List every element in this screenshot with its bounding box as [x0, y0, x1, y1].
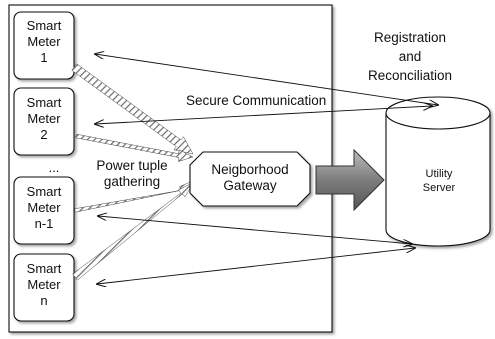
smart-meter-n-1-line1: Smart	[26, 184, 62, 199]
server-label: Utility Server	[404, 167, 474, 195]
smart-meter-1-line1: Smart	[26, 18, 62, 33]
smart-meter-n-line3: n	[40, 293, 48, 308]
gateway-line2: Gateway	[223, 178, 277, 193]
registration-label: Registration and Reconciliation	[350, 28, 470, 85]
secure-communication-label: Secure Communication	[186, 93, 327, 108]
smart-meter-n-1-line2: Meter	[27, 200, 61, 215]
smart-meter-1-box	[13, 11, 75, 80]
smart-meter-n-box	[13, 253, 75, 322]
comm-line-meter-n-1	[98, 216, 412, 244]
comm-line-meter-1	[95, 54, 438, 105]
smart-meter-2-line3: 2	[40, 127, 48, 142]
smart-meter-2-line2: Meter	[27, 111, 61, 126]
smart-meter-2-line1: Smart	[26, 95, 62, 110]
registration-line1: Registration	[373, 30, 447, 45]
smart-meter-n-label: Smart Meter n	[14, 261, 74, 309]
gateway-label: Neigborhood Gateway	[190, 162, 310, 194]
hatched-arrow-meter-2	[75, 133, 194, 162]
meter-ellipsis: ...	[48, 160, 60, 175]
smart-meter-2-label: Smart Meter 2	[14, 95, 74, 143]
server-line2: Server	[422, 182, 456, 194]
registration-line3: Reconciliation	[367, 68, 453, 83]
smart-meter-2-box	[13, 87, 75, 156]
comm-line-meter-2	[95, 106, 432, 124]
smart-meter-1-line3: 1	[40, 50, 48, 65]
smart-meter-n-1-label: Smart Meter n-1	[14, 184, 74, 232]
comm-line-meter-n	[97, 248, 415, 284]
power-tuple-line2: gathering	[103, 174, 161, 189]
smart-meter-n-1-line3: n-1	[34, 216, 54, 231]
power-tuple-label: Power tuple gathering	[82, 158, 182, 190]
server-line1: Utility	[425, 168, 453, 180]
smart-meter-n-line2: Meter	[27, 277, 61, 292]
smart-meter-1-line2: Meter	[27, 34, 61, 49]
secure-communication-lines	[95, 54, 438, 284]
smart-meter-1-label: Smart Meter 1	[14, 18, 74, 66]
power-tuple-line1: Power tuple	[96, 158, 168, 173]
neighborhood-gateway-shape	[189, 151, 311, 207]
smart-meter-n-1-box	[13, 176, 75, 245]
gateway-line1: Neigborhood	[211, 162, 289, 177]
gateway-to-server-arrow	[315, 148, 385, 212]
smart-meter-n-line1: Smart	[26, 261, 62, 276]
registration-line2: and	[398, 49, 422, 64]
